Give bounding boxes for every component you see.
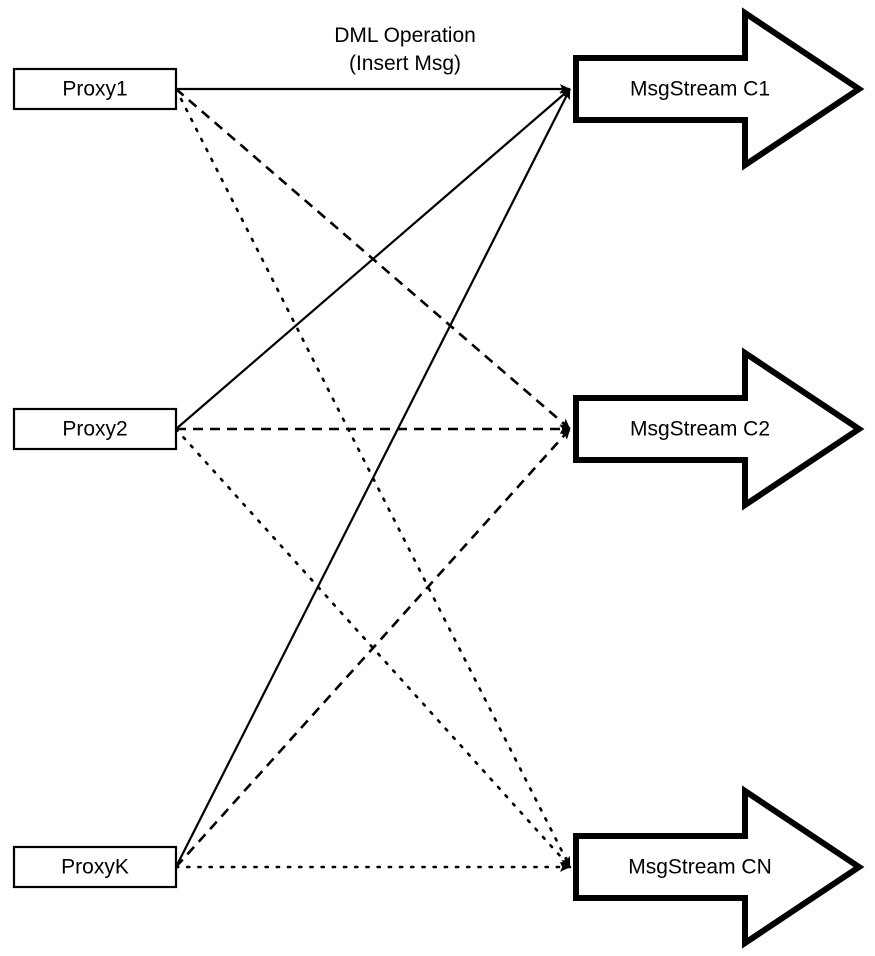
- msgstream-node-msgstream-cn[interactable]: MsgStream CN: [573, 785, 865, 949]
- proxy-box-proxy1[interactable]: [12, 67, 178, 111]
- connections-layer: [174, 84, 572, 872]
- dml-operation-label-line1: DML Operation: [334, 24, 476, 47]
- proxy-label-proxy1: Proxy1: [62, 78, 127, 101]
- proxy-label-proxyk: ProxyK: [61, 856, 129, 879]
- msgstream-label-msgstream-c2: MsgStream C2: [630, 418, 770, 441]
- proxy-box-proxy2[interactable]: [12, 407, 178, 451]
- proxy-node-proxy2[interactable]: Proxy2: [12, 407, 178, 451]
- proxy-box-proxyk[interactable]: [12, 845, 178, 889]
- msgstream-label-msgstream-cn: MsgStream CN: [628, 856, 772, 879]
- proxy-node-proxyk[interactable]: ProxyK: [12, 845, 178, 889]
- dml-operation-label-line2: (Insert Msg): [349, 52, 461, 75]
- connection-proxyk-to-c2: [175, 428, 571, 868]
- block-arrow-icon-msgstream-c1[interactable]: [573, 7, 865, 171]
- msgstream-node-msgstream-c2[interactable]: MsgStream C2: [573, 347, 865, 511]
- proxy-label-proxy2: Proxy2: [62, 418, 127, 441]
- msgstream-nodes-layer: MsgStream C1 MsgStream C2 MsgStream CN: [573, 7, 865, 949]
- connection-proxy2-to-c1: [175, 88, 571, 430]
- block-arrow-icon-msgstream-c2[interactable]: [573, 347, 865, 511]
- edge-annotation: DML Operation (Insert Msg): [334, 24, 476, 75]
- connection-proxyk-to-c1: [175, 88, 571, 868]
- msgstream-node-msgstream-c1[interactable]: MsgStream C1: [573, 7, 865, 171]
- block-arrow-icon-msgstream-cn[interactable]: [573, 785, 865, 949]
- proxy-node-proxy1[interactable]: Proxy1: [12, 67, 178, 111]
- msgstream-label-msgstream-c1: MsgStream C1: [630, 78, 770, 101]
